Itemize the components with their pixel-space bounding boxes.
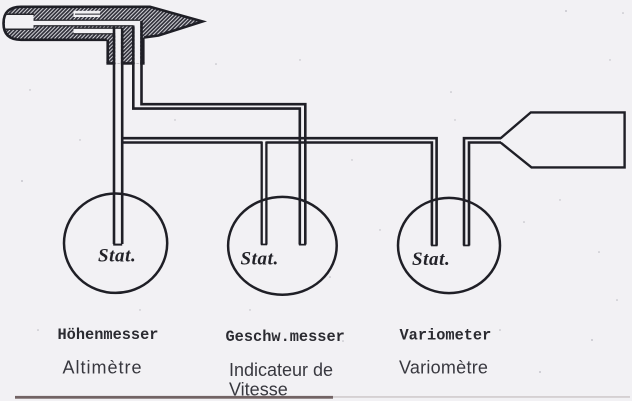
svg-text:Geschw.messer: Geschw.messer: [226, 328, 345, 346]
svg-text:Stat.: Stat.: [98, 246, 136, 267]
svg-text:Indicateur de: Indicateur de: [229, 360, 333, 380]
svg-text:Stat.: Stat.: [412, 249, 450, 270]
svg-text:Variomètre: Variomètre: [399, 358, 488, 378]
svg-text:Stat.: Stat.: [241, 248, 279, 269]
svg-text:Vitesse: Vitesse: [229, 380, 288, 400]
svg-text:Altimètre: Altimètre: [63, 358, 143, 378]
svg-text:Variometer: Variometer: [400, 327, 492, 345]
svg-text:Höhenmesser: Höhenmesser: [58, 326, 159, 344]
